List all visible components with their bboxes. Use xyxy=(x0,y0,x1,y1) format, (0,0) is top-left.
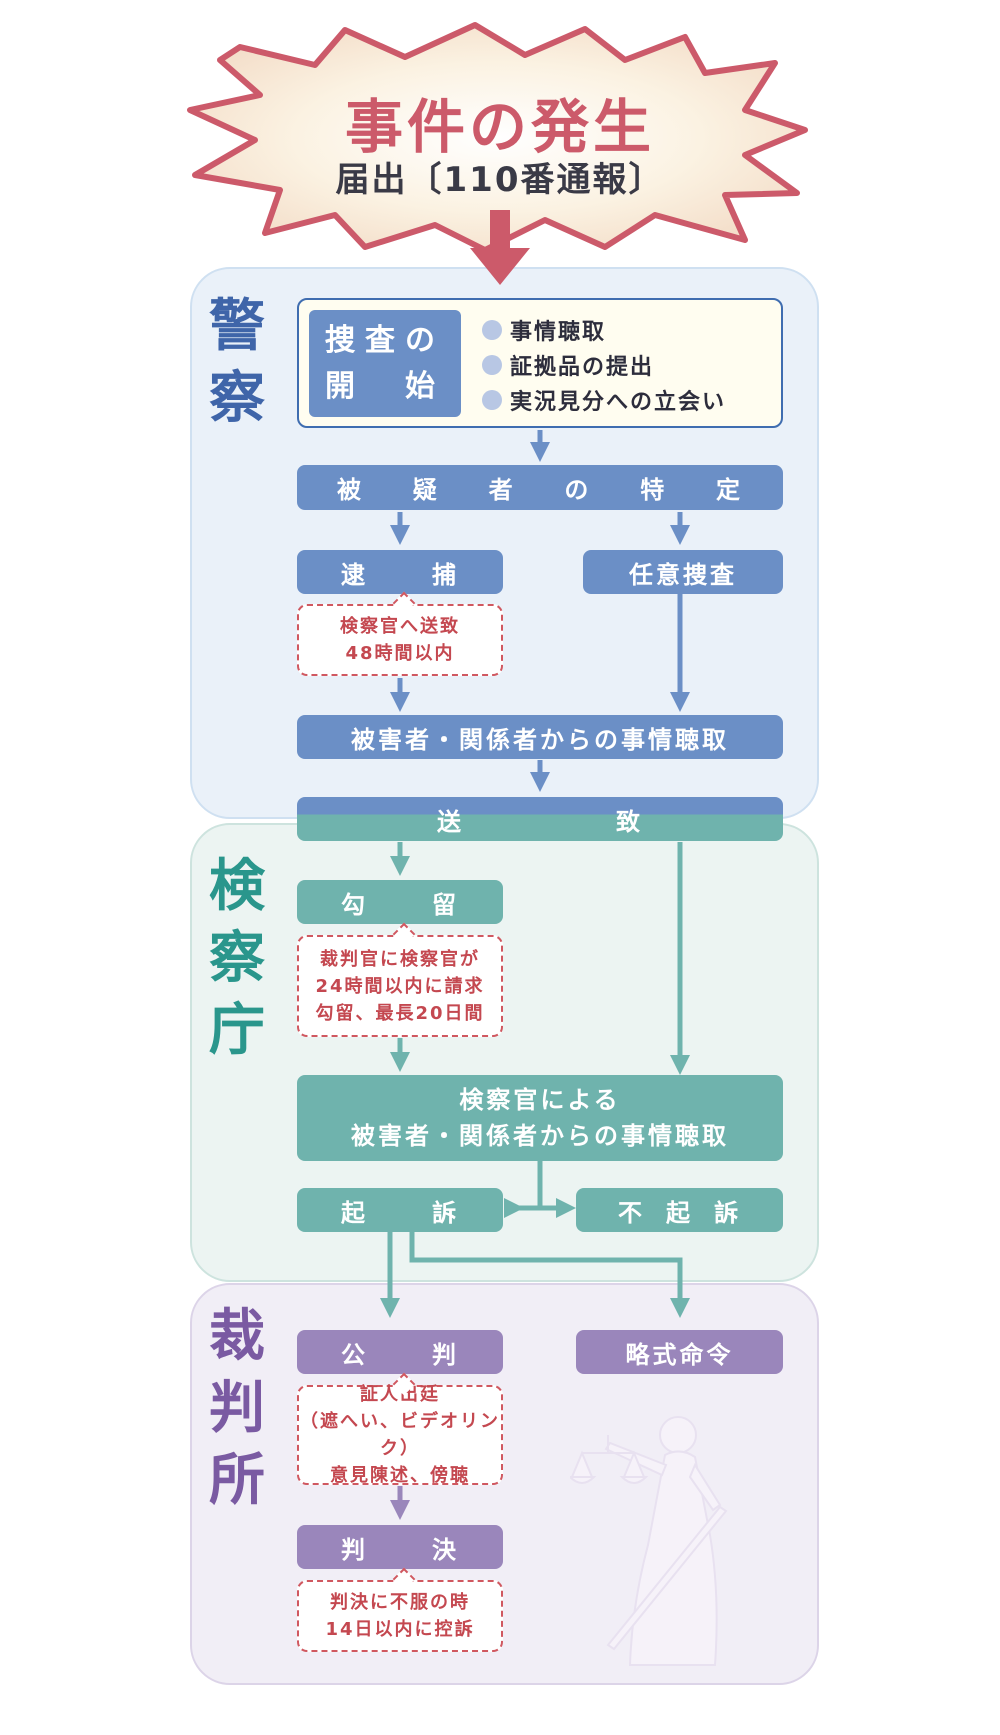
indict-box: 起 訴 xyxy=(297,1188,503,1232)
detention-box: 勾 留 xyxy=(297,880,503,924)
arrest-box: 逮 捕 xyxy=(297,550,503,594)
list-item: 証拠品の提出 xyxy=(482,347,726,382)
investigation-start-label: 捜査の 開 始 xyxy=(309,310,461,417)
list-item: 事情聴取 xyxy=(482,312,726,347)
prosecutor-hearing-box: 検察官による 被害者・関係者からの事情聴取 xyxy=(297,1075,783,1161)
summary-order-box: 略式命令 xyxy=(576,1330,783,1374)
voluntary-investigation-box: 任意捜査 xyxy=(583,550,783,594)
bullet-icon xyxy=(482,355,502,375)
list-item: 実況見分への立会い xyxy=(482,382,726,417)
trial-box: 公 判 xyxy=(297,1330,503,1374)
start-arrow-head xyxy=(470,248,530,285)
bullet-icon xyxy=(482,390,502,410)
detention-note: 裁判官に検察官が 24時間以内に請求 勾留、最長20日間 xyxy=(297,935,503,1037)
trial-note: 証人出廷 （遮へい、ビデオリンク） 意見陳述、傍聴 xyxy=(297,1385,503,1485)
judgment-box: 判 決 xyxy=(297,1525,503,1569)
bullet-icon xyxy=(482,320,502,340)
judgment-note: 判決に不服の時 14日以内に控訴 xyxy=(297,1580,503,1652)
arrest-note: 検察官へ送致 48時間以内 xyxy=(297,604,503,676)
investigation-start-box: 捜査の 開 始 事情聴取 証拠品の提出 実況見分への立会い xyxy=(297,298,783,428)
investigation-items: 事情聴取 証拠品の提出 実況見分への立会い xyxy=(482,312,726,417)
victim-hearing-box: 被害者・関係者からの事情聴取 xyxy=(297,715,783,759)
no-indict-box: 不 起 訴 xyxy=(576,1188,783,1232)
start-arrow-shaft xyxy=(490,210,510,250)
referral-box: 送 致 xyxy=(297,797,783,841)
identify-suspect-box: 被 疑 者 の 特 定 xyxy=(297,465,783,510)
